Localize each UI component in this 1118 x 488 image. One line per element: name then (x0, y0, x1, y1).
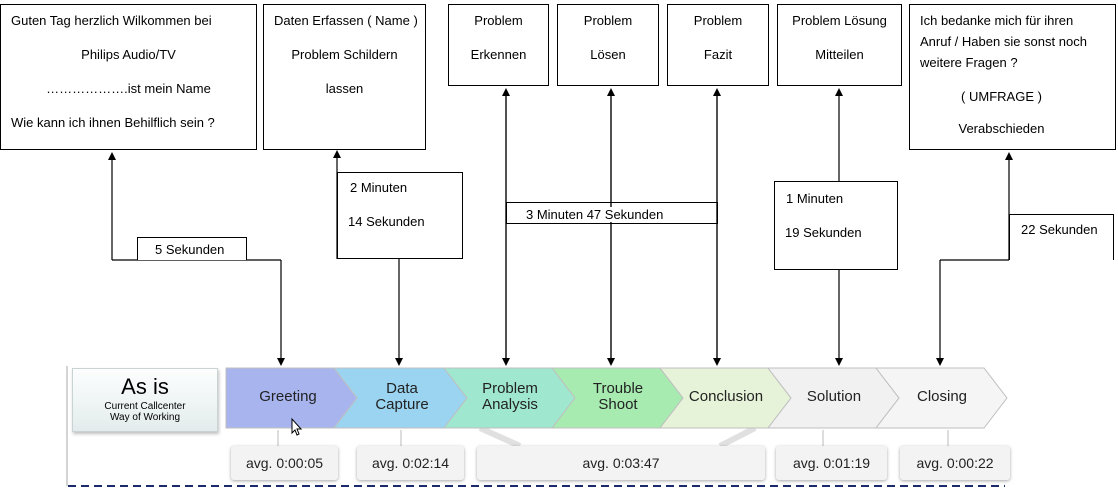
solution-description-box: Problem Lösung Mitteilen (777, 4, 902, 86)
greeting-box-line3: ……………….ist mein Name (46, 81, 211, 96)
greeting-box-line4: Wie kann ich ihnen Behilflich sein ? (11, 115, 215, 130)
greeting-connector (108, 152, 285, 366)
problem-conclusion-line2: Fazit (703, 47, 733, 62)
solution-duration-line1: 1 Minuten (786, 191, 844, 206)
closing-box-line2: Anruf / Haben sie sonst noch (920, 34, 1087, 49)
problem-solve-line2: Lösen (590, 47, 626, 62)
problem-conclusion-box: Problem Fazit (667, 4, 769, 86)
problem-connectors (502, 88, 721, 366)
data-capture-box-line1: Daten Erfassen ( Name ) (274, 13, 418, 28)
step-solution-text: Solution (806, 388, 862, 405)
avg-closing: avg. 0:00:22 (900, 446, 1010, 480)
step-data-capture-text2: Capture (375, 396, 429, 413)
mouse-cursor-icon (291, 417, 303, 436)
as-is-title: As is (121, 374, 169, 399)
step-conclusion-text: Conclusion (688, 388, 764, 405)
problem-recognize-box: Problem Erkennen (448, 4, 549, 86)
step-conclusion-label: Conclusion (670, 389, 782, 405)
problem-conclusion-line1: Problem (693, 13, 743, 28)
greeting-description-box: Guten Tag herzlich Wilkommen bei Philips… (0, 4, 257, 150)
step-problem-analysis-label: Problem Analysis (454, 381, 566, 413)
step-greeting-label: Greeting (232, 389, 344, 405)
closing-box-line5: Verabschieden (958, 121, 1045, 136)
greeting-box-line1: Guten Tag herzlich Wilkommen bei (11, 13, 212, 28)
step-problem-analysis-text2: Analysis (482, 396, 538, 413)
as-is-subtitle-line2: Way of Working (109, 412, 181, 423)
solution-duration-line2: 19 Sekunden (785, 225, 862, 240)
closing-box-line3: weitere Fragen ? (920, 55, 1018, 70)
closing-duration: 22 Sekunden (1021, 222, 1098, 237)
step-data-capture-text1: Data (386, 380, 418, 397)
greeting-duration-box: 5 Sekunden (137, 237, 247, 260)
chevron-closing (874, 367, 1008, 429)
problem-duration: 3 Minuten 47 Sekunden (526, 207, 664, 222)
step-closing-text: Closing (916, 388, 968, 405)
avg-problem: avg. 0:03:47 (477, 446, 765, 480)
greeting-duration: 5 Sekunden (155, 242, 225, 257)
problem-solve-line1: Problem (583, 13, 633, 28)
step-greeting-text: Greeting (259, 388, 317, 405)
closing-description-box: Ich bedanke mich für ihren Anruf / Haben… (909, 4, 1116, 150)
step-trouble-shoot-text1: Trouble (592, 380, 644, 397)
solution-box-line2: Mitteilen (815, 47, 864, 62)
process-chevrons (225, 367, 1008, 429)
avg-data-capture: avg. 0:02:14 (357, 446, 464, 480)
data-capture-box-line2: Problem Schildern (291, 47, 398, 62)
problem-recognize-line2: Erkennen (470, 47, 527, 62)
step-closing-label: Closing (886, 389, 998, 405)
greeting-box-line2: Philips Audio/TV (81, 47, 176, 62)
step-trouble-shoot-text2: Shoot (598, 396, 638, 413)
problem-solve-box: Problem Lösen (557, 4, 659, 86)
avg-tick-lines (277, 425, 949, 449)
step-solution-label: Solution (778, 389, 890, 405)
data-capture-duration-line1: 2 Minuten (350, 180, 408, 195)
problem-duration-box: 3 Minuten 47 Sekunden (506, 202, 718, 224)
closing-box-line1: Ich bedanke mich für ihren (920, 13, 1074, 28)
solution-box-line1: Problem Lösung (792, 13, 887, 28)
closing-duration-box: 22 Sekunden (1009, 214, 1114, 260)
data-capture-box-line3: lassen (325, 81, 364, 96)
as-is-box: As is Current Callcenter Way of Working (72, 368, 218, 432)
as-is-subtitle-line1: Current Callcenter (104, 401, 186, 412)
step-trouble-shoot-label: Trouble Shoot (562, 381, 674, 413)
step-problem-analysis-text1: Problem (482, 380, 538, 397)
problem-recognize-line1: Problem (474, 13, 523, 28)
data-capture-description-box: Daten Erfassen ( Name ) Problem Schilder… (263, 4, 426, 150)
avg-greeting: avg. 0:00:05 (231, 446, 338, 480)
data-capture-duration-box: 2 Minuten 14 Sekunden (337, 172, 463, 259)
closing-connector (936, 152, 1013, 366)
closing-box-line4: ( UMFRAGE ) (961, 89, 1042, 104)
data-capture-duration-line2: 14 Sekunden (348, 214, 425, 229)
avg-solution: avg. 0:01:19 (776, 446, 887, 480)
step-data-capture-label: Data Capture (346, 381, 458, 413)
solution-duration-box: 1 Minuten 19 Sekunden (774, 181, 898, 270)
